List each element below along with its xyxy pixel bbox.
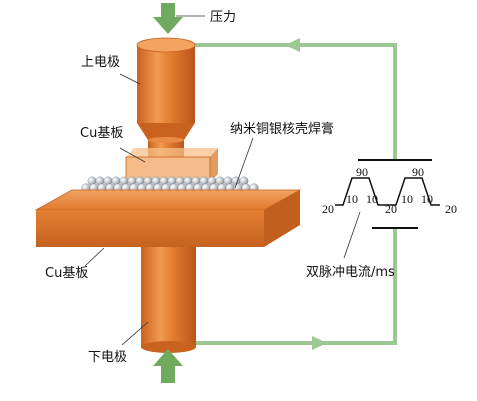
leader-lines bbox=[84, 73, 254, 346]
current-arrow-icon bbox=[285, 38, 300, 52]
pulse-value: 20 bbox=[445, 202, 457, 216]
power-source bbox=[358, 159, 432, 229]
paste-label: 纳米铜银核壳焊膏 bbox=[230, 121, 334, 137]
lower-electrode bbox=[141, 247, 196, 353]
pulse-value: 10 bbox=[366, 192, 378, 206]
top-cu-substrate bbox=[125, 148, 218, 183]
bottom-cu-substrate bbox=[34, 189, 302, 247]
pulse-value: 90 bbox=[356, 165, 368, 179]
down-arrow-icon bbox=[153, 3, 183, 34]
bottom-cu-substrate-label: Cu基板 bbox=[45, 266, 88, 281]
lower-electrode-label: 下电极 bbox=[88, 350, 127, 365]
pulse-value: 90 bbox=[412, 165, 424, 179]
up-arrow-icon bbox=[153, 349, 183, 383]
pulse-current-label: 双脉冲电流/ms bbox=[306, 265, 395, 280]
upper-electrode-label: 上电极 bbox=[81, 55, 120, 70]
waveform-leader bbox=[343, 211, 361, 259]
double-pulse-waveform bbox=[335, 177, 440, 206]
pulse-value: 10 bbox=[401, 192, 413, 206]
top-cu-substrate-label: Cu基板 bbox=[80, 126, 123, 141]
pulse-value: 10 bbox=[346, 192, 358, 206]
pulse-value: 10 bbox=[421, 192, 433, 206]
pulse-value: 20 bbox=[385, 202, 397, 216]
circuit-wire bbox=[195, 43, 397, 345]
pulse-value: 20 bbox=[322, 202, 334, 216]
pressure-label: 压力 bbox=[210, 10, 236, 25]
current-arrow-icon bbox=[312, 336, 327, 350]
upper-electrode bbox=[136, 37, 196, 157]
